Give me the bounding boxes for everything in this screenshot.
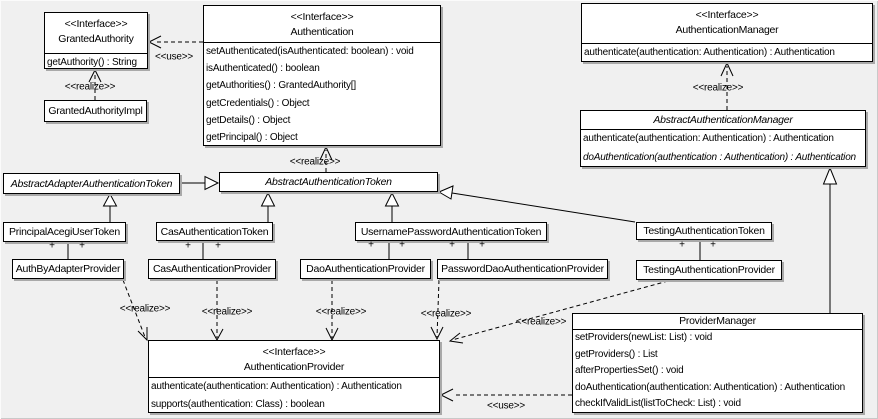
use-label: <<use>>	[154, 51, 194, 63]
class-name: GrantedAuthorityImpl	[48, 105, 143, 117]
stereotype-label: <<Interface>>	[695, 9, 759, 21]
method: isAuthenticated() : boolean	[206, 63, 320, 75]
class-name: Authentication	[290, 26, 354, 38]
plus-label: +	[399, 239, 405, 251]
class-cas-authentication-token: CasAuthenticationToken	[156, 222, 273, 241]
class-principal-acegi-user-token: PrincipalAcegiUserToken	[3, 222, 126, 242]
class-dao-authentication-provider: DaoAuthenticationProvider	[300, 259, 431, 279]
class-name: AbstractAuthenticationManager	[653, 114, 793, 126]
class-testing-authentication-provider: TestingAuthenticationProvider	[636, 260, 782, 280]
method: authenticate(authentication: Authenticat…	[151, 381, 402, 392]
plus-label: +	[49, 240, 55, 252]
realize-label: <<realize>>	[289, 156, 341, 168]
realize-label: <<realize>>	[64, 81, 116, 93]
class-abstract-adapter-authentication-token: AbstractAdapterAuthenticationToken	[3, 173, 180, 194]
class-auth-by-adapter-provider: AuthByAdapterProvider	[12, 259, 124, 279]
class-name: TestingAuthenticationProvider	[643, 264, 775, 276]
class-name: DaoAuthenticationProvider	[306, 263, 425, 275]
class-name: TestingAuthenticationToken	[643, 225, 765, 237]
class-name: PasswordDaoAuthenticationProvider	[441, 263, 604, 275]
class-name: AuthenticationProvider	[243, 361, 345, 373]
plus-label: +	[710, 239, 716, 251]
class-provider-manager: ProviderManager setProviders(newList: Li…	[572, 313, 863, 413]
class-name: CasAuthenticationToken	[160, 225, 269, 238]
class-granted-authority: <<Interface>> GrantedAuthority getAuthor…	[44, 12, 148, 69]
method: doAuthentication(authentication : Authen…	[583, 151, 856, 163]
class-name: UsernamePasswordAuthenticationToken	[360, 225, 542, 238]
class-name: ProviderManager	[679, 315, 756, 327]
class-authentication: <<Interface>> Authentication setAuthenti…	[203, 5, 441, 146]
plus-label: +	[449, 239, 455, 251]
realize-label: <<realize>>	[119, 303, 171, 315]
realize-label: <<realize>>	[692, 82, 744, 94]
class-name: GrantedAuthority	[58, 33, 134, 45]
class-abstract-authentication-manager: AbstractAuthenticationManager authentica…	[580, 110, 866, 167]
class-name: PrincipalAcegiUserToken	[9, 226, 120, 238]
method: checkIfValidList(listToCheck: List) : vo…	[575, 398, 741, 410]
stereotype-label: <<Interface>>	[262, 346, 326, 358]
method: afterPropertiesSet() : void	[575, 365, 684, 377]
plus-label: +	[185, 240, 191, 252]
class-testing-authentication-token: TestingAuthenticationToken	[636, 222, 772, 240]
method: authenticate(authentication: Authenticat…	[584, 47, 835, 58]
plus-label: +	[368, 239, 374, 251]
realize-label: <<realize>>	[201, 306, 253, 318]
method: getPrincipal() : Object	[206, 132, 298, 144]
stereotype-label: <<Interface>>	[64, 18, 128, 30]
plus-label: +	[215, 240, 221, 252]
method: getAuthorities() : GrantedAuthority[]	[206, 80, 356, 92]
class-abstract-authentication-token: AbstractAuthenticationToken	[219, 172, 438, 192]
use-label: <<use>>	[486, 400, 526, 412]
stereotype-label: <<Interface>>	[290, 11, 354, 23]
class-name: AuthenticationManager	[675, 24, 779, 36]
plus-label: +	[679, 239, 685, 251]
class-name: AbstractAdapterAuthenticationToken	[10, 177, 173, 190]
class-cas-authentication-provider: CasAuthenticationProvider	[148, 259, 276, 279]
plus-label: +	[79, 240, 85, 252]
method: authenticate(authentication: Authenticat…	[583, 133, 834, 144]
method: getDetails() : Object	[206, 114, 291, 126]
realize-label: <<realize>>	[515, 316, 567, 328]
class-password-dao-authentication-provider: PasswordDaoAuthenticationProvider	[437, 259, 608, 279]
method: getCredentials() : Object	[206, 97, 310, 109]
method: supports(authentication: Class) : boolea…	[151, 398, 325, 410]
method: getProviders() : List	[575, 348, 658, 360]
realize-label: <<realize>>	[315, 306, 367, 318]
class-authentication-manager: <<Interface>> AuthenticationManager auth…	[581, 3, 873, 62]
method: getAuthority() : String	[47, 57, 137, 68]
realize-label: <<realize>>	[420, 308, 472, 320]
method: setAuthenticated(isAuthenticated: boolea…	[206, 46, 414, 57]
plus-label: +	[479, 239, 485, 251]
class-username-password-authentication-token: UsernamePasswordAuthenticationToken	[355, 222, 547, 241]
class-name: AuthByAdapterProvider	[15, 263, 121, 275]
method: doAuthentication(authentication: Authent…	[575, 381, 845, 393]
method: setProviders(newList: List) : void	[575, 332, 713, 343]
class-name: CasAuthenticationProvider	[152, 263, 272, 275]
class-granted-authority-impl: GrantedAuthorityImpl	[44, 100, 147, 122]
class-name: AbstractAuthenticationToken	[265, 176, 392, 188]
class-authentication-provider: <<Interface>> AuthenticationProvider aut…	[148, 340, 440, 413]
